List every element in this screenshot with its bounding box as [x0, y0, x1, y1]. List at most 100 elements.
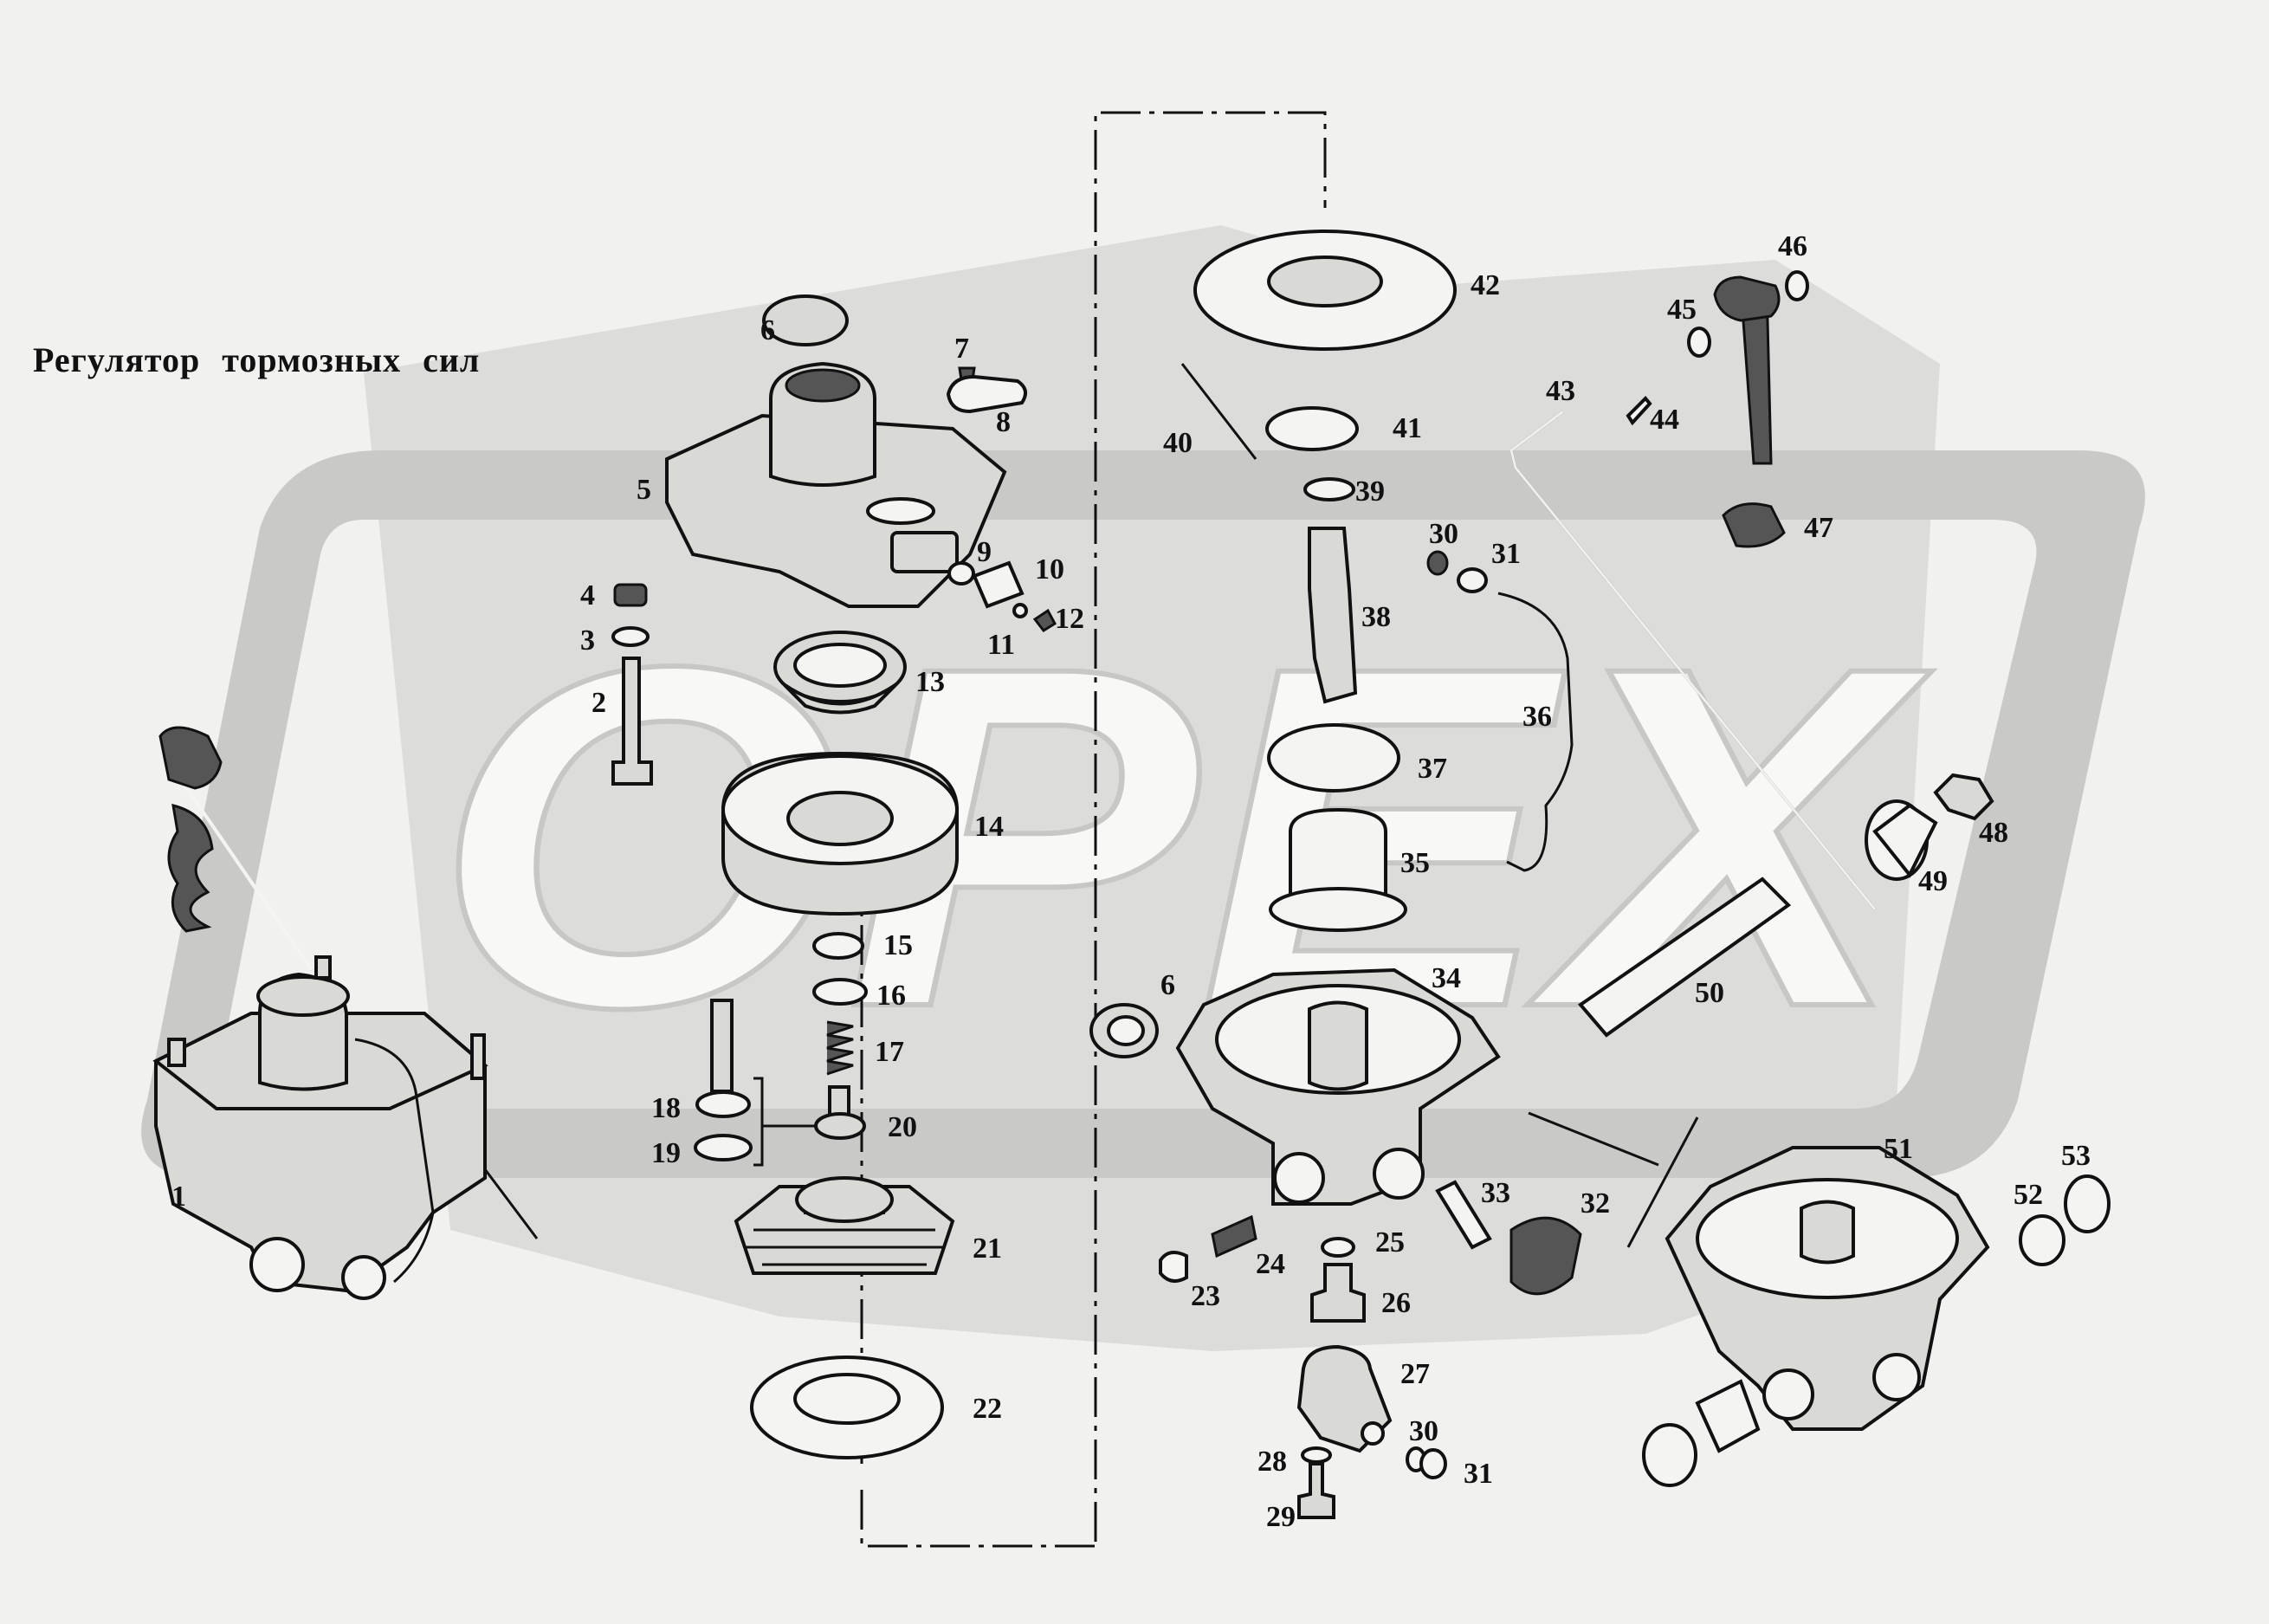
washer-11	[1012, 603, 1028, 618]
housing-51-leader	[1528, 1111, 1699, 1248]
washer-31a	[1457, 567, 1488, 593]
seal-13-inner	[793, 643, 887, 688]
lower-housing-34-port-1	[1273, 1152, 1325, 1204]
washer-22-hole	[793, 1373, 901, 1425]
callout-45: 45	[1667, 294, 1697, 326]
callout-21: 21	[973, 1233, 1002, 1265]
eye-45-46	[1713, 275, 1781, 322]
callout-39: 39	[1355, 476, 1385, 508]
lower-housing-34	[1175, 967, 1501, 1206]
page-title: Регулятор тормозных сил	[33, 340, 481, 379]
washer-25	[1321, 1237, 1355, 1258]
callout-2: 2	[591, 687, 606, 719]
callout-4: 4	[580, 579, 595, 611]
finned-ring-14-hole	[786, 791, 894, 846]
callout-11: 11	[987, 629, 1015, 661]
bolt-48	[1933, 773, 1994, 821]
callout-5: 5	[637, 474, 651, 506]
bracket-10	[972, 560, 1025, 609]
callout-6b: 6	[1160, 969, 1175, 1001]
diaphragm-group	[1180, 230, 1457, 501]
callout-29: 29	[1266, 1501, 1296, 1533]
callout-27: 27	[1400, 1358, 1430, 1390]
callout-51: 51	[1884, 1133, 1913, 1165]
callout-37: 37	[1418, 753, 1447, 785]
callout-3: 3	[580, 624, 595, 657]
callout-6: 6	[760, 314, 775, 346]
washer-28	[1301, 1446, 1332, 1464]
callout-30b: 30	[1409, 1415, 1438, 1447]
callout-19: 19	[651, 1137, 681, 1169]
tube-36	[1497, 592, 1574, 872]
callout-38: 38	[1361, 601, 1391, 633]
seal-6b-hole	[1107, 1015, 1145, 1046]
lever-rod-inner	[167, 760, 314, 972]
seal-13	[773, 631, 907, 715]
washer-18	[695, 1090, 751, 1118]
regulator-assembly	[152, 726, 539, 1300]
washer-31b	[1419, 1448, 1447, 1479]
axis-bracket-bottom	[860, 1490, 1096, 1548]
seal-35	[1269, 887, 1407, 932]
bushing-49	[1872, 803, 1938, 878]
callout-44: 44	[1650, 404, 1679, 436]
spring-17	[826, 1020, 854, 1076]
screw-12	[1032, 608, 1057, 632]
brace-18-19	[753, 1077, 818, 1167]
plate-8	[946, 374, 1027, 414]
bolt-group	[611, 583, 653, 786]
callout-17: 17	[875, 1036, 904, 1068]
watermark-text: OPEX	[433, 566, 1933, 1108]
washer-20	[814, 1112, 866, 1140]
washer-16	[812, 978, 868, 1006]
washer-19	[694, 1134, 753, 1161]
seal-53	[2064, 1174, 2111, 1233]
callout-28: 28	[1257, 1446, 1287, 1478]
callout-14: 14	[974, 811, 1004, 843]
finned-cone-21	[734, 1176, 955, 1275]
upper-housing-lug	[890, 531, 959, 573]
bushing-bottom	[1695, 1379, 1761, 1453]
callout-36: 36	[1522, 701, 1552, 733]
pin-9	[947, 561, 975, 586]
circlip-15	[812, 932, 864, 960]
callout-12: 12	[1055, 603, 1084, 635]
callout-50: 50	[1695, 977, 1724, 1009]
callout-9: 9	[977, 536, 992, 568]
callout-24: 24	[1256, 1248, 1285, 1280]
upper-housing	[665, 361, 1007, 608]
clamp-47	[1722, 502, 1786, 548]
pin-44	[1626, 396, 1652, 426]
washer-30a	[1426, 550, 1449, 576]
plunger-38	[1308, 527, 1358, 704]
pin-23	[1159, 1251, 1188, 1283]
bolt-29	[1297, 1462, 1335, 1519]
housing-51-port-1	[1762, 1368, 1814, 1420]
lever-eye	[158, 726, 223, 790]
finned-cone-21-fins	[745, 1228, 944, 1266]
cap-6	[762, 294, 849, 346]
callout-25: 25	[1375, 1226, 1405, 1258]
callout-35: 35	[1400, 847, 1430, 879]
bolt-2	[611, 657, 653, 786]
callout-16: 16	[876, 980, 906, 1012]
callout-13: 13	[915, 666, 945, 698]
ring-39	[1303, 477, 1355, 501]
callout-20: 20	[888, 1111, 917, 1143]
pin-33	[1435, 1180, 1492, 1250]
regulator-dome-cap	[256, 975, 350, 1017]
lever-spring	[167, 803, 214, 933]
lower-housing-34-post	[1308, 1000, 1368, 1091]
regulator-port-2	[341, 1255, 386, 1300]
callout-22: 22	[973, 1393, 1002, 1425]
lower-housing-34-port-2	[1373, 1148, 1425, 1200]
finned-cone-21-top	[795, 1176, 894, 1223]
housing-51	[1528, 1111, 1990, 1431]
axis-bracket-top	[1094, 111, 1327, 1542]
callout-8: 8	[996, 406, 1011, 438]
upper-housing-thread	[785, 368, 861, 403]
regulator-shaft	[483, 1168, 539, 1239]
watermark-frame	[141, 450, 2145, 1178]
seal-52	[2019, 1214, 2065, 1266]
